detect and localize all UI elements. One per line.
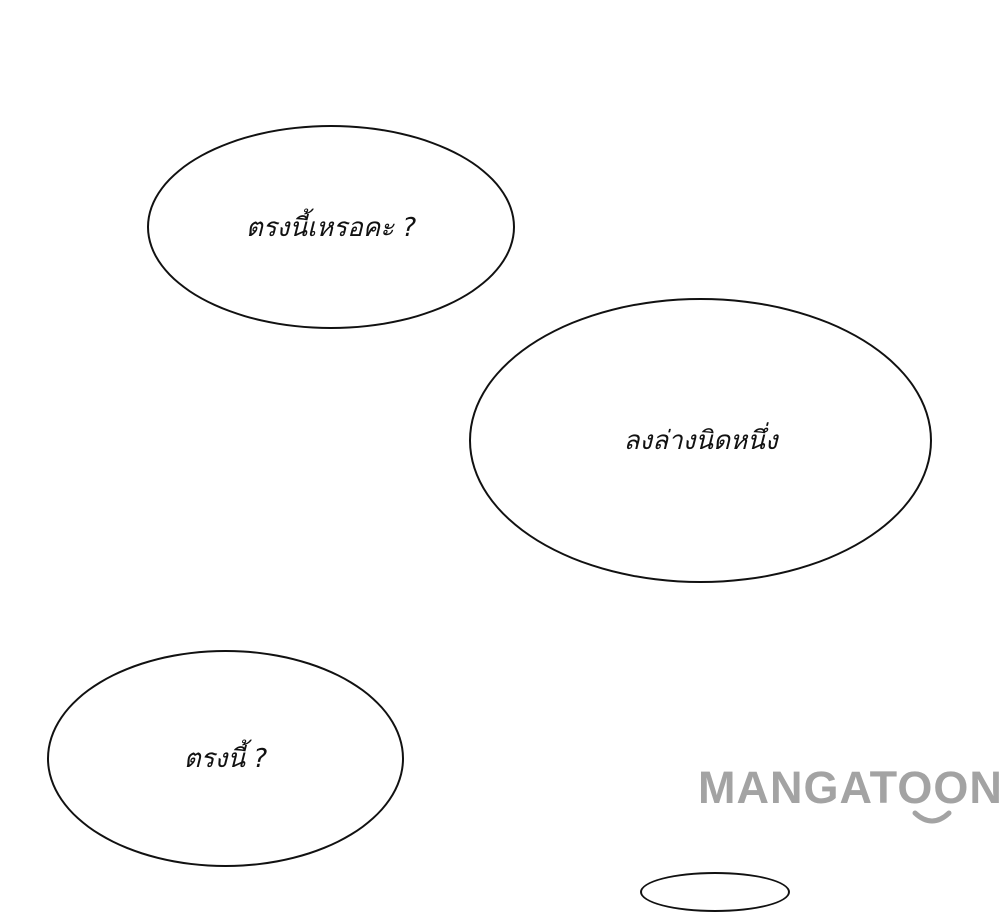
speech-bubble-2: ลงล่างนิดหนึ่ง <box>469 298 932 583</box>
speech-bubble-text: ตรงนี้เหรอคะ ? <box>245 212 417 243</box>
speech-bubble-3: ตรงนี้ ? <box>47 650 404 867</box>
smile-icon <box>912 810 952 824</box>
speech-bubble-4-partial <box>640 872 790 912</box>
speech-bubble-text: ตรงนี้ ? <box>183 744 268 774</box>
speech-bubble-1: ตรงนี้เหรอคะ ? <box>147 125 515 329</box>
speech-bubble-text: ลงล่างนิดหนึ่ง <box>623 426 778 456</box>
watermark-text: MANGATOON <box>698 762 1000 813</box>
mangatoon-watermark: MANGATOON <box>698 762 1000 832</box>
